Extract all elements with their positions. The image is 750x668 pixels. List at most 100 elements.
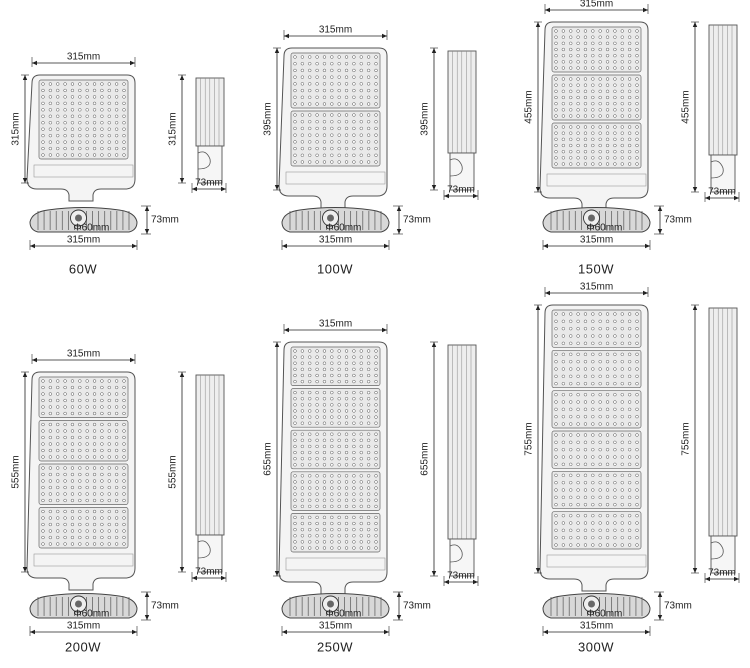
undefined: 315mm — [11, 112, 22, 145]
led-module — [551, 349, 642, 389]
undefined: 315mm — [580, 282, 613, 293]
led-module — [290, 513, 381, 553]
pole-diameter-label: Φ60mm — [326, 223, 362, 234]
side-width-dimension: 73mm — [191, 178, 227, 193]
rear-width-dimension: 315mm — [29, 235, 138, 250]
wattage-caption: 150W — [578, 261, 614, 276]
side-width-dimension: 73mm — [443, 185, 479, 200]
led-module — [551, 122, 642, 169]
undefined: 315mm — [168, 112, 179, 145]
undefined: 73mm — [447, 185, 475, 196]
front-view — [278, 341, 388, 595]
front-view — [539, 304, 649, 592]
rear-view: Φ60mm — [29, 207, 138, 234]
rear-height-label: 73mm — [151, 601, 179, 612]
side-height-dimension: 655mm — [420, 341, 438, 577]
undefined: 315mm — [319, 621, 352, 632]
wattage-caption: 60W — [69, 261, 97, 276]
pole-diameter-label: Φ60mm — [326, 609, 362, 620]
front-height-dimension: 455mm — [524, 21, 542, 193]
led-module — [551, 26, 642, 73]
front-height-dimension: 395mm — [263, 47, 281, 191]
led-module — [38, 376, 129, 418]
side-height-dimension: 395mm — [420, 47, 438, 191]
undefined: 655mm — [420, 442, 431, 475]
undefined: 315mm — [67, 52, 100, 63]
led-module — [290, 429, 381, 470]
led-module — [551, 309, 642, 348]
front-width-dimension: 315mm — [283, 319, 388, 334]
front-view — [26, 74, 136, 202]
rear-height-dimension: 73mm — [141, 205, 179, 235]
undefined: 755mm — [681, 422, 692, 455]
rear-width-dimension: 315mm — [281, 621, 390, 636]
undefined: 73mm — [195, 178, 223, 189]
undefined: 315mm — [67, 621, 100, 632]
led-module — [551, 430, 642, 469]
front-view — [26, 371, 136, 591]
led-module — [551, 390, 642, 429]
rear-width-dimension: 315mm — [281, 235, 390, 250]
undefined: 395mm — [263, 102, 274, 135]
side-width-dimension: 73mm — [704, 187, 740, 202]
undefined: 315mm — [580, 0, 613, 10]
undefined: 555mm — [168, 455, 179, 488]
undefined: 455mm — [524, 90, 535, 123]
led-module — [551, 511, 642, 550]
rear-view: Φ60mm — [29, 593, 138, 620]
front-width-dimension: 315mm — [31, 349, 136, 364]
front-view — [278, 47, 388, 209]
pole-diameter-label: Φ60mm — [587, 609, 623, 620]
led-module — [290, 388, 381, 428]
rear-view: Φ60mm — [281, 593, 390, 620]
rear-height-label: 73mm — [151, 215, 179, 226]
rear-height-label: 73mm — [403, 215, 431, 226]
front-width-dimension: 315mm — [544, 0, 649, 14]
wattage-caption: 250W — [317, 639, 353, 654]
side-view — [447, 344, 477, 577]
front-height-dimension: 555mm — [11, 371, 29, 573]
led-module — [38, 420, 129, 462]
side-height-dimension: 555mm — [168, 371, 186, 573]
rear-width-dimension: 315mm — [542, 621, 651, 636]
side-width-dimension: 73mm — [704, 568, 740, 583]
rear-height-label: 73mm — [664, 601, 692, 612]
rear-height-dimension: 73mm — [141, 591, 179, 621]
rear-view: Φ60mm — [542, 593, 651, 620]
rear-height-dimension: 73mm — [393, 205, 431, 235]
rear-view: Φ60mm — [542, 207, 651, 234]
undefined: 73mm — [708, 187, 736, 198]
rear-height-dimension: 73mm — [654, 205, 692, 235]
side-view — [708, 307, 738, 574]
rear-view: Φ60mm — [281, 207, 390, 234]
front-width-dimension: 315mm — [544, 282, 649, 297]
undefined: 315mm — [319, 319, 352, 330]
undefined: 73mm — [447, 571, 475, 582]
side-view — [447, 50, 477, 191]
wattage-caption: 200W — [65, 639, 101, 654]
undefined: 555mm — [11, 455, 22, 488]
led-module — [290, 52, 381, 109]
rear-width-dimension: 315mm — [542, 235, 651, 250]
undefined: 315mm — [580, 235, 613, 246]
undefined: 315mm — [67, 349, 100, 360]
side-height-dimension: 315mm — [168, 74, 186, 184]
led-module — [290, 471, 381, 511]
undefined: 315mm — [319, 235, 352, 246]
led-module — [38, 463, 129, 505]
led-module — [551, 470, 642, 510]
undefined: 73mm — [195, 567, 223, 578]
front-view — [539, 21, 649, 211]
side-view — [708, 24, 738, 193]
side-width-dimension: 73mm — [191, 567, 227, 582]
undefined: 755mm — [524, 422, 535, 455]
rear-height-dimension: 73mm — [393, 591, 431, 621]
front-height-dimension: 755mm — [524, 304, 542, 574]
led-module — [290, 346, 381, 386]
front-height-dimension: 315mm — [11, 74, 29, 184]
